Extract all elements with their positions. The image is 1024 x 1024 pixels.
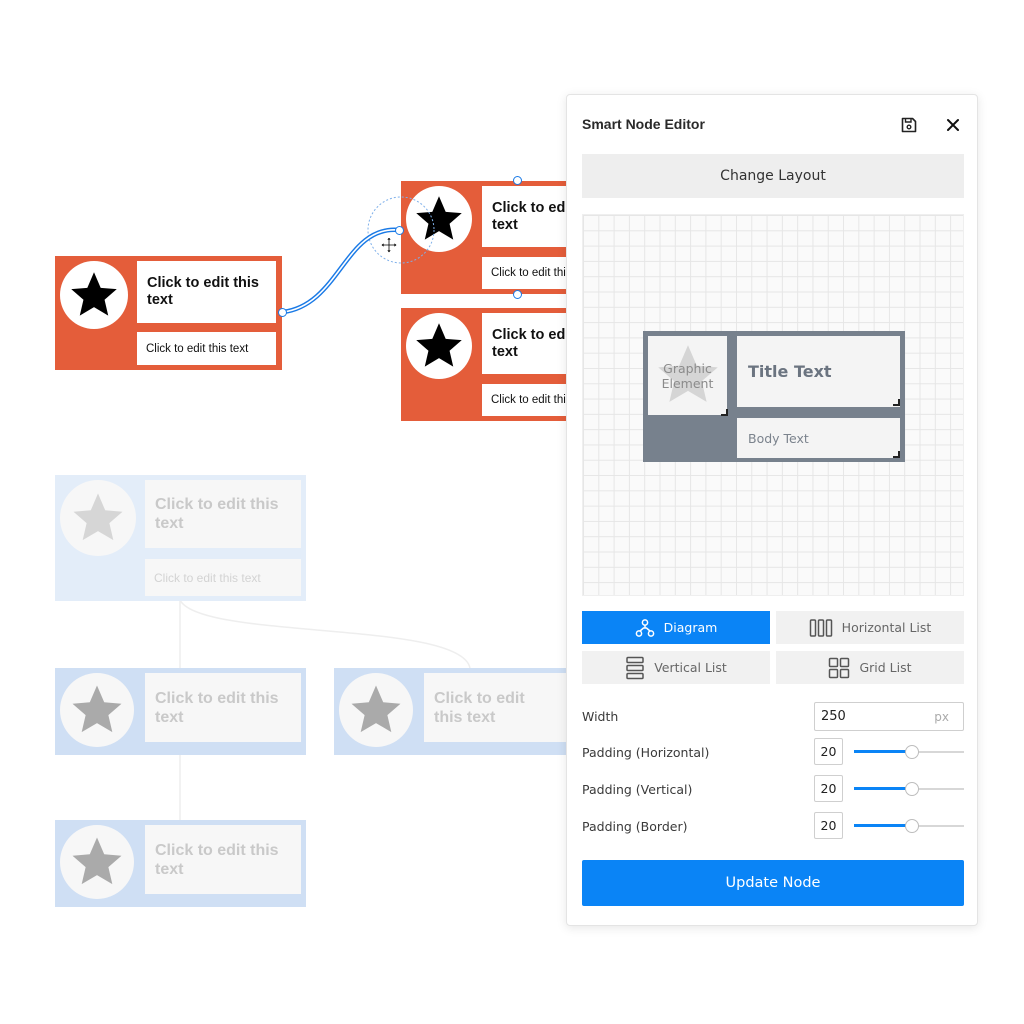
- preview-node: Graphic Element Title Text Body Text: [643, 331, 905, 462]
- star-icon: [72, 685, 122, 733]
- layout-preview: Graphic Element Title Text Body Text: [582, 214, 964, 596]
- node-bottom-handle[interactable]: [513, 290, 522, 299]
- star-icon: [71, 272, 117, 316]
- node-graphic: [339, 673, 413, 747]
- layout-tab-grid-list[interactable]: Grid List: [776, 651, 964, 684]
- padding-horizontal-label: Padding (Horizontal): [582, 745, 710, 760]
- horizontal-list-icon: [809, 618, 832, 637]
- star-icon: [416, 323, 462, 367]
- star-icon: [73, 493, 123, 541]
- ghost-node-b[interactable]: Click to edit this text: [334, 668, 566, 755]
- ghost-node-c[interactable]: Click to edit this text: [55, 820, 306, 907]
- smart-node-editor-panel: Smart Node Editor Change Layout Graphic …: [566, 94, 978, 926]
- node-title[interactable]: Click to edit this text: [145, 673, 301, 742]
- layout-tab-vertical-list[interactable]: Vertical List: [582, 651, 770, 684]
- node-top-handle[interactable]: [513, 176, 522, 185]
- save-icon: [901, 117, 917, 133]
- node-graphic: [406, 313, 472, 379]
- preview-title-text[interactable]: Title Text: [737, 336, 900, 407]
- star-icon: [351, 685, 401, 733]
- connector-drop-zone: [367, 196, 435, 264]
- main-node[interactable]: Click to edit this text Click to edit th…: [55, 256, 282, 370]
- padding-border-label: Padding (Border): [582, 819, 688, 834]
- move-cursor-icon: [380, 236, 398, 254]
- preview-graphic-label: Graphic Element: [661, 360, 714, 391]
- width-label: Width: [582, 709, 619, 724]
- node-title[interactable]: Click to edit this text: [145, 825, 301, 894]
- node-graphic: [60, 673, 134, 747]
- save-button[interactable]: [897, 113, 921, 137]
- node-body[interactable]: Click to edit this text: [145, 559, 301, 596]
- preview-body-text[interactable]: Body Text: [737, 418, 900, 458]
- layout-tab-diagram[interactable]: Diagram: [582, 611, 770, 644]
- width-unit: px: [934, 710, 949, 724]
- update-node-button[interactable]: Update Node: [582, 860, 964, 906]
- slider-thumb[interactable]: [905, 819, 920, 833]
- padding-vertical-input[interactable]: 20: [814, 775, 843, 802]
- close-button[interactable]: [941, 113, 965, 137]
- layout-tab-label: Grid List: [859, 660, 912, 675]
- width-input[interactable]: 250 px: [814, 702, 964, 731]
- grid-list-icon: [829, 657, 850, 678]
- node-graphic: [406, 186, 472, 252]
- panel-title: Smart Node Editor: [582, 116, 705, 132]
- connector-start-handle[interactable]: [278, 308, 287, 317]
- padding-border-slider[interactable]: [854, 819, 964, 833]
- close-icon: [947, 119, 959, 131]
- node-body[interactable]: Click to edit this text: [137, 332, 276, 365]
- diagram-icon: [635, 618, 655, 637]
- resize-corner[interactable]: [721, 409, 728, 416]
- layout-tab-label: Horizontal List: [841, 620, 932, 635]
- ghost-node-a[interactable]: Click to edit this text: [55, 668, 306, 755]
- padding-horizontal-slider[interactable]: [854, 745, 964, 759]
- vertical-list-icon: [626, 656, 644, 679]
- width-value: 250: [821, 709, 846, 724]
- star-icon: [416, 196, 462, 240]
- connector-end-handle[interactable]: [395, 226, 404, 235]
- padding-horizontal-input[interactable]: 20: [814, 738, 843, 765]
- slider-thumb[interactable]: [905, 782, 920, 796]
- resize-corner[interactable]: [893, 451, 900, 458]
- layout-tab-horizontal-list[interactable]: Horizontal List: [776, 611, 964, 644]
- padding-vertical-label: Padding (Vertical): [582, 782, 693, 797]
- node-title[interactable]: Click to edit this text: [145, 480, 301, 548]
- layout-tab-label: Diagram: [663, 620, 718, 635]
- star-icon: [72, 837, 122, 885]
- layout-tab-label: Vertical List: [654, 660, 727, 675]
- node-graphic: [60, 261, 128, 329]
- ghost-node-root[interactable]: Click to edit this text Click to edit th…: [55, 475, 306, 601]
- padding-border-input[interactable]: 20: [814, 812, 843, 839]
- change-layout-button[interactable]: Change Layout: [582, 154, 964, 198]
- node-graphic: [60, 480, 136, 556]
- preview-graphic-element[interactable]: Graphic Element: [648, 336, 728, 416]
- node-title[interactable]: Click to edit this text: [137, 261, 276, 323]
- resize-corner[interactable]: [893, 399, 900, 406]
- padding-vertical-slider[interactable]: [854, 782, 964, 796]
- slider-thumb[interactable]: [905, 745, 920, 759]
- node-title[interactable]: Click to edit this text: [424, 673, 566, 742]
- node-graphic: [60, 825, 134, 899]
- star-icon: [658, 345, 718, 402]
